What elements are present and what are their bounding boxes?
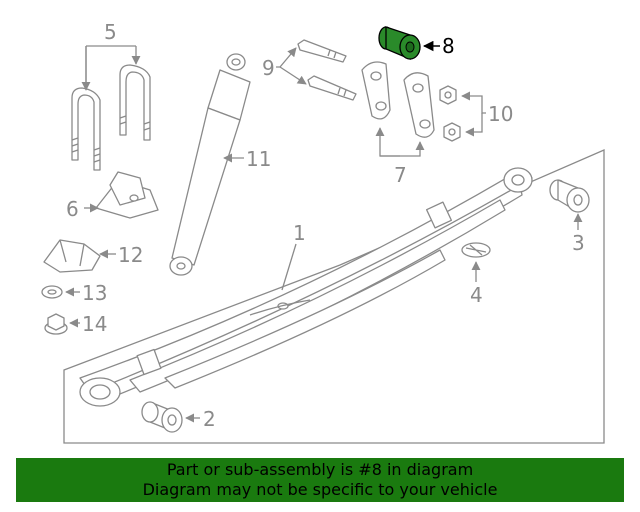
callout-11: 11 [246, 147, 271, 171]
leader-lines [65, 40, 583, 423]
nut-icon[interactable] [439, 85, 461, 142]
spring-seat-icon[interactable] [95, 171, 159, 219]
callout-4: 4 [470, 283, 483, 307]
bump-stop-icon[interactable] [461, 242, 491, 258]
shock-absorber-icon[interactable] [169, 53, 251, 276]
leaf-spring-icon[interactable] [79, 167, 533, 407]
callout-6: 6 [66, 197, 79, 221]
info-banner: Part or sub-assembly is #8 in diagram Di… [16, 458, 624, 502]
callout-7: 7 [394, 163, 407, 187]
bushing-2-icon[interactable] [141, 401, 183, 433]
banner-line-2: Diagram may not be specific to your vehi… [142, 480, 498, 499]
u-bolt-icon[interactable] [71, 64, 151, 171]
bracket-icon[interactable] [43, 239, 101, 273]
parts-diagram: 1 2 3 4 5 6 7 8 9 10 11 12 13 14 [41, 20, 605, 444]
shackle-icon[interactable] [361, 61, 435, 138]
callout-13: 13 [82, 281, 107, 305]
banner-line-1: Part or sub-assembly is #8 in diagram [166, 460, 474, 479]
assembly-frame [63, 149, 605, 444]
callout-5: 5 [104, 20, 117, 44]
callout-1: 1 [293, 221, 306, 245]
callout-14: 14 [82, 312, 107, 336]
callout-2: 2 [203, 407, 216, 431]
callout-3: 3 [572, 231, 585, 255]
callout-8-highlighted: 8 [442, 34, 455, 58]
bushing-8-highlighted-icon[interactable] [378, 26, 421, 60]
washer-icon[interactable] [41, 285, 63, 299]
callout-9: 9 [262, 56, 275, 80]
callout-10: 10 [488, 102, 513, 126]
bushing-3-icon[interactable] [549, 179, 590, 213]
bolt-icon[interactable] [297, 39, 357, 101]
callout-12: 12 [118, 243, 143, 267]
flange-nut-icon[interactable] [44, 313, 68, 335]
